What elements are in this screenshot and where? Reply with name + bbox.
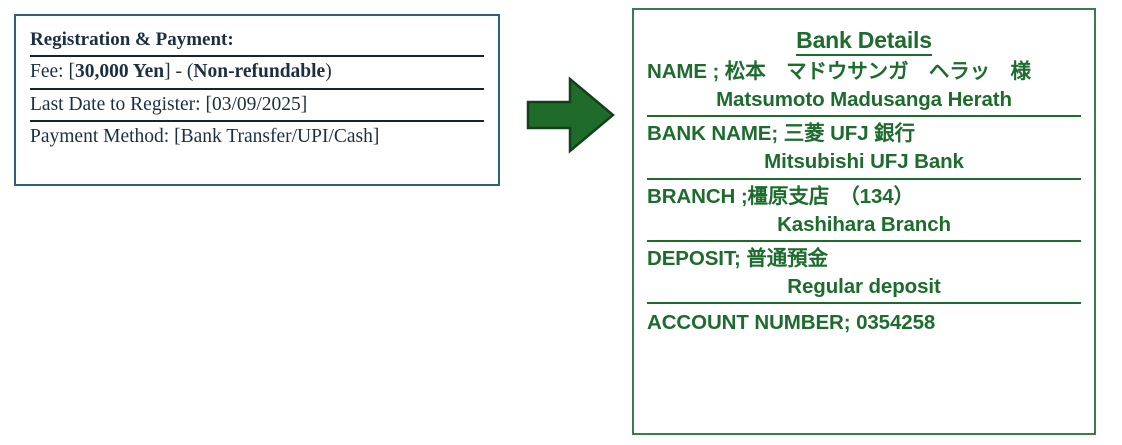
deposit-type-romanized: Regular deposit xyxy=(647,273,1081,305)
account-number: ACCOUNT NUMBER; 0354258 xyxy=(647,311,936,335)
registration-heading: Registration & Payment: xyxy=(30,24,484,57)
bank-name-jp: BANK NAME; 三菱 UFJ 銀行 xyxy=(647,122,915,146)
fee-refund-note: Non-refundable xyxy=(193,61,326,82)
last-date-row: Last Date to Register: [03/09/2025] xyxy=(30,90,484,122)
account-holder-name-jp: NAME ; 松本 マドウサンガ ヘラッ 様 xyxy=(647,59,1031,83)
bank-details-body: Bank Details NAME ; 松本 マドウサンガ ヘラッ 様 Mats… xyxy=(634,10,1094,337)
deposit-type-jp: DEPOSIT; 普通預金 xyxy=(647,246,828,270)
fee-amount: 30,000 Yen xyxy=(74,61,165,82)
account-holder-name-romanized: Matsumoto Madusanga Herath xyxy=(647,86,1081,118)
bank-details-title: Bank Details xyxy=(647,26,1081,56)
registration-panel-body: Registration & Payment: Fee: [30,000 Yen… xyxy=(16,16,498,153)
registration-payment-panel: Registration & Payment: Fee: [30,000 Yen… xyxy=(14,14,500,186)
bank-details-title-text: Bank Details xyxy=(796,27,932,56)
fee-label: Fee: [ xyxy=(30,61,75,82)
fee-tail: ) xyxy=(325,61,332,82)
payment-method-row: Payment Method: [Bank Transfer/UPI/Cash] xyxy=(30,126,380,147)
bank-name-romanized: Mitsubishi UFJ Bank xyxy=(647,148,1081,180)
branch-jp: BRANCH ;橿原支店 （134） xyxy=(647,184,915,208)
fee-separator: ] - ( xyxy=(164,61,194,82)
right-arrow-icon xyxy=(526,76,616,154)
bank-details-panel: Bank Details NAME ; 松本 マドウサンガ ヘラッ 様 Mats… xyxy=(632,8,1096,435)
right-arrow-shape xyxy=(526,76,615,154)
fee-row: Fee: [30,000 Yen] - (Non-refundable) xyxy=(30,57,484,90)
branch-romanized: Kashihara Branch xyxy=(647,211,1081,242)
